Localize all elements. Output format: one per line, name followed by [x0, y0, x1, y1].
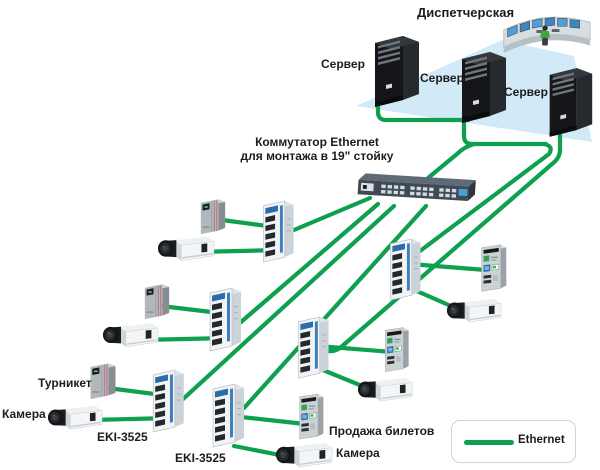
eki-switch-4 — [208, 380, 248, 448]
ticket-sales-label: Продажа билетов — [329, 424, 435, 438]
legend-ethernet-label: Ethernet — [518, 434, 565, 446]
dispatcher-label: Диспетчерская — [417, 5, 515, 20]
legend-box: Ethernet — [451, 420, 576, 463]
rack-switch-label-line2: для монтажа в 19" стойку — [240, 148, 394, 163]
eki-switch-5 — [292, 313, 334, 379]
camera-4 — [356, 375, 414, 403]
camera-bottom-label: Камера — [336, 446, 380, 460]
camera-5 — [275, 440, 333, 469]
rack-switch-label-line1: Коммутатор Ethernet — [255, 135, 379, 149]
turnstile-label: Турникет — [38, 376, 92, 390]
server-tower-3 — [540, 64, 598, 138]
camera-left-label: Камера — [2, 407, 46, 421]
rack-ethernet-switch — [356, 170, 476, 212]
turnstile-2 — [139, 280, 175, 320]
server-3-label: Сервер — [504, 85, 548, 99]
camera-1 — [157, 233, 215, 263]
turnstile-1 — [194, 195, 232, 235]
eki-label-1: EKI-3525 — [97, 430, 148, 444]
camera-2 — [102, 320, 159, 349]
server-1-label: Сервер — [321, 57, 365, 71]
eki-switch-2 — [205, 284, 245, 352]
camera-6 — [445, 296, 503, 324]
ticket-machine-3 — [295, 390, 328, 444]
ticket-machine-1 — [476, 241, 512, 296]
eki-switch-1 — [258, 197, 298, 263]
server-tower-2 — [452, 48, 512, 124]
ticket-machine-2 — [380, 324, 414, 376]
eki-switch-6 — [385, 235, 425, 301]
eki-label-2: EKI-3525 — [175, 451, 226, 465]
server-2-label: Сервер — [420, 71, 464, 85]
eki-switch-3 — [148, 366, 188, 433]
server-tower-1 — [365, 32, 425, 108]
legend-ethernet-line — [464, 440, 514, 445]
camera-3 — [46, 403, 104, 431]
rack-switch-label: Коммутатор Ethernet для монтажа в 19" ст… — [237, 135, 397, 164]
